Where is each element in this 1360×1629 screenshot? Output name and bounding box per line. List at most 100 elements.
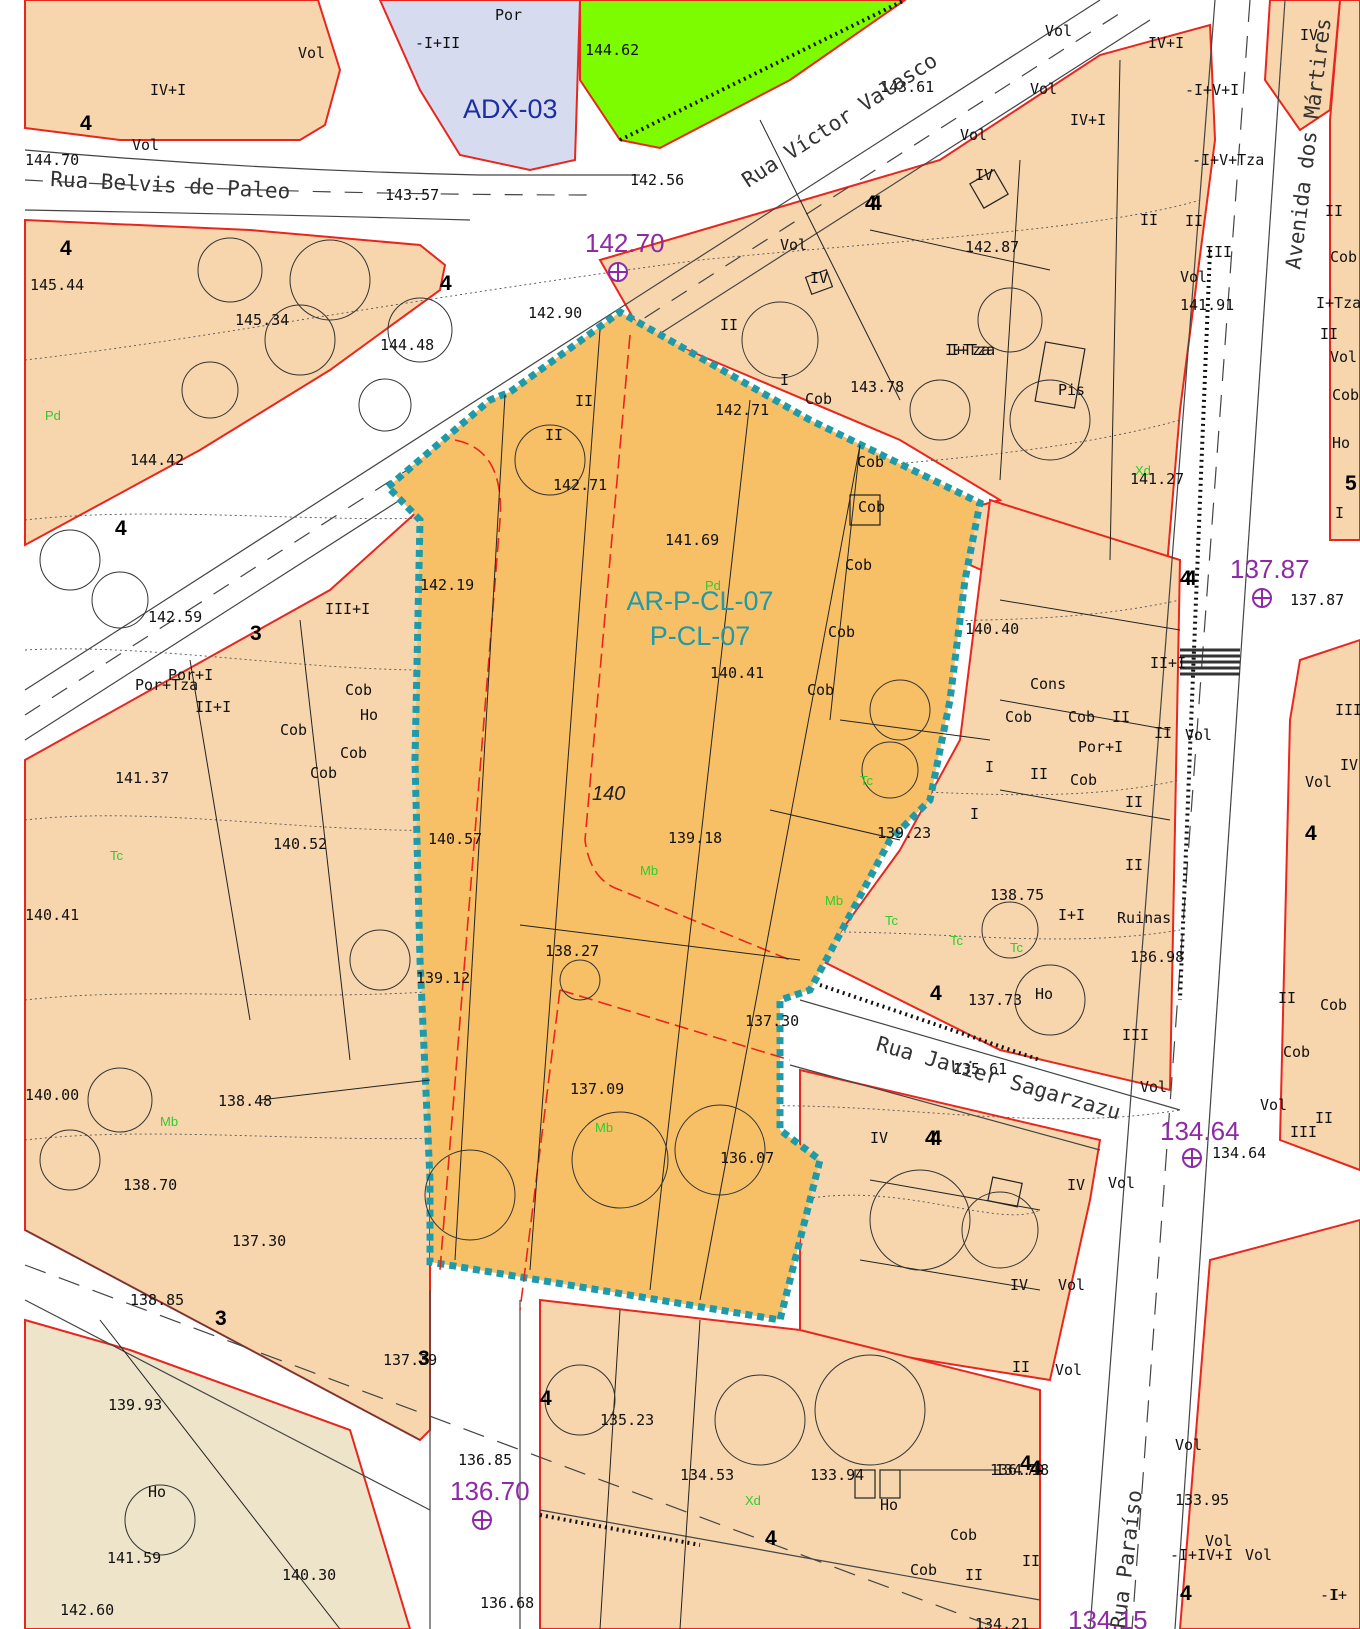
building-label: II xyxy=(1140,211,1158,229)
building-label: II xyxy=(1030,765,1048,783)
road-edge xyxy=(24,149,640,176)
building-label: Cob xyxy=(858,498,885,516)
block-top-left xyxy=(24,0,342,141)
building-label: Vol xyxy=(1185,726,1212,744)
elevation-label: 136.85 xyxy=(458,1451,512,1469)
building-label: Por+I xyxy=(1078,738,1123,756)
contour-line xyxy=(24,779,1181,831)
building-label: -I+IV+I xyxy=(1170,1546,1233,1564)
building-label: Ho xyxy=(1035,985,1053,1003)
land-use-code: Tc xyxy=(110,848,124,863)
road-centerline xyxy=(1131,0,1251,1629)
building-label: Cob xyxy=(310,764,337,782)
building-label: III+I xyxy=(325,600,370,618)
block-center-bottom xyxy=(799,1068,1102,1382)
contour-line xyxy=(24,199,1201,361)
building-label: II xyxy=(965,1566,983,1584)
svg-text:134.15: 134.15 xyxy=(1068,1605,1148,1629)
elevation-label: 137.87 xyxy=(1290,591,1344,609)
facility-parcel xyxy=(378,0,582,172)
elevation-label: 140.57 xyxy=(428,830,482,848)
building-label: Cob xyxy=(1283,1043,1310,1061)
building-label: Cob xyxy=(1332,386,1359,404)
building-label: II xyxy=(1320,325,1338,343)
building-label: Cob xyxy=(950,1526,977,1544)
contour-line xyxy=(24,929,1181,1001)
building-label: IV xyxy=(810,269,828,287)
area-code-primary: AR-P-CL-07 xyxy=(626,586,773,616)
land-use-code: Mb xyxy=(640,863,658,878)
building-label: Vol xyxy=(1305,773,1332,791)
zone-number: 4 xyxy=(1180,1582,1192,1605)
elevation-label: 140.40 xyxy=(965,620,1019,638)
zone-number: 4 xyxy=(60,237,72,260)
elevation-label: 142.87 xyxy=(965,238,1019,256)
contour-label: 140 xyxy=(592,783,625,805)
elevation-label: 144.62 xyxy=(585,41,639,59)
elevation-label: 138.48 xyxy=(218,1092,272,1110)
building-label: III xyxy=(1122,1026,1149,1044)
elevation-label: 137.30 xyxy=(232,1232,286,1250)
road-edge xyxy=(24,0,1101,691)
road-edge xyxy=(799,999,1181,1111)
elevation-label: 137.30 xyxy=(745,1012,799,1030)
zone-number: 4 xyxy=(930,982,942,1005)
elevation-label: 137.09 xyxy=(570,1080,624,1098)
building-label: Por+Tza xyxy=(135,676,198,694)
zone-number: 3 xyxy=(215,1307,227,1330)
elevation-label: 134.21 xyxy=(975,1615,1029,1629)
building-label: Cob xyxy=(1320,996,1347,1014)
zone-number: 4 xyxy=(930,1127,942,1150)
building-label: II+I xyxy=(1150,654,1186,672)
land-use-code: Mb xyxy=(825,893,843,908)
elevation-label: 139.12 xyxy=(416,969,470,987)
building-label: II xyxy=(1278,989,1296,1007)
building-label: Cob xyxy=(910,1561,937,1579)
zone-number: 4 xyxy=(925,1127,937,1150)
building-label: IV xyxy=(1340,756,1358,774)
building-label: II+I xyxy=(195,698,231,716)
block-right-middle xyxy=(818,498,1182,1092)
zone-number: 4 xyxy=(115,517,127,540)
road-edge xyxy=(539,1509,1041,1601)
building-label: Vol xyxy=(1055,1361,1082,1379)
building-label: Ruinas xyxy=(1117,909,1171,927)
building-label: I+Tza xyxy=(950,341,995,359)
building-label: Cob xyxy=(807,681,834,699)
zone-number: 3 xyxy=(250,622,262,645)
zone-number: 4 xyxy=(80,112,92,135)
green-zone xyxy=(579,0,907,150)
zone-number: 4 xyxy=(1030,1457,1042,1480)
building-label: I xyxy=(780,371,789,389)
block-top-right-corner xyxy=(1263,0,1342,132)
elevation-label: 133.94 xyxy=(810,1466,864,1484)
parcel-blocks xyxy=(24,0,1360,1629)
building-label: Cob xyxy=(280,721,307,739)
elevation-label: 145.44 xyxy=(30,276,84,294)
elevation-label: 140.41 xyxy=(25,906,79,924)
area-code-secondary: P-CL-07 xyxy=(650,621,751,651)
building-label: II xyxy=(545,426,563,444)
building-label: Vol xyxy=(780,236,807,254)
elevation-label: 134.64 xyxy=(1212,1144,1266,1162)
elevation-label: 140.00 xyxy=(25,1086,79,1104)
zone-number: 4 xyxy=(440,272,452,295)
road-edge xyxy=(24,1299,431,1511)
building-label: Vol xyxy=(1045,22,1072,40)
svg-text:142.70: 142.70 xyxy=(585,228,665,258)
elevation-label: 136.70 xyxy=(990,1461,1044,1479)
elevation-label: 142.19 xyxy=(420,576,474,594)
building-label: I xyxy=(1335,504,1344,522)
building-label: Ho xyxy=(148,1483,166,1501)
building-label: IV+I xyxy=(150,81,186,99)
land-use-code: Pd xyxy=(705,578,721,593)
building-label: IV xyxy=(1300,26,1318,44)
elevation-label: 138.85 xyxy=(130,1291,184,1309)
building-label: Por+I xyxy=(168,666,213,684)
zone-number: 4 xyxy=(540,1387,552,1410)
road-edge xyxy=(24,1229,421,1441)
zone-number: 4 xyxy=(765,1527,777,1550)
elevation-label: 141.27 xyxy=(1130,470,1184,488)
building-label: Ho xyxy=(360,706,378,724)
